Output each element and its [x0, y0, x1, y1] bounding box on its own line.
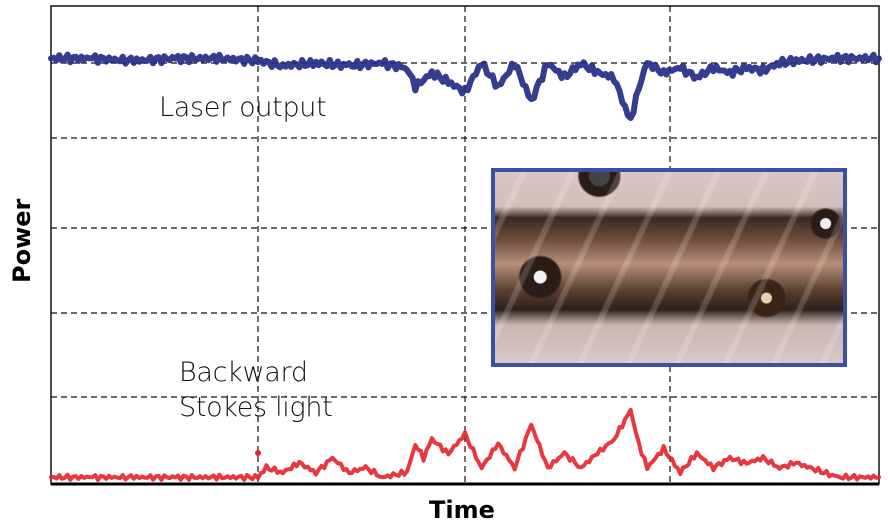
- weld-bead-photo-inset: [491, 168, 847, 367]
- y-axis-title: Power: [8, 198, 36, 283]
- stokes-light-line: [49, 407, 881, 482]
- laser-output-label: Laser output: [159, 92, 327, 123]
- x-axis-title: Time: [429, 496, 495, 524]
- stokes-spike-dot: [255, 450, 261, 456]
- laser-output-line: [48, 51, 882, 121]
- stokes-label-line1: Backward: [179, 357, 308, 388]
- stokes-label-line2: Stokes light: [179, 392, 333, 423]
